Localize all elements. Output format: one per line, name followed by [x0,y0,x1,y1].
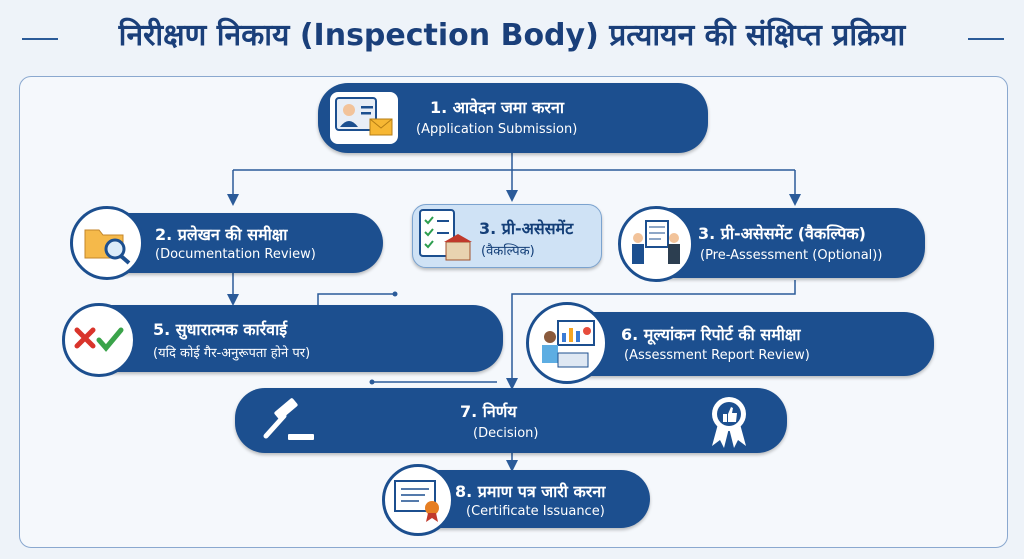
title-rule-left [22,38,58,40]
step-5-note: (यदि कोई गैर-अनुरूपता होने पर) [153,346,311,361]
step-1-hindi: 1. आवेदन जमा करना [430,98,564,117]
step-6-english: (Assessment Report Review) [624,348,810,363]
folder-magnifier-icon [70,206,144,280]
applicant-mail-icon [328,90,400,146]
step-3a-note: (वैकल्पिक) [481,244,535,259]
step-2-english: (Documentation Review) [155,247,316,262]
step-7-decision: 7. निर्णय (Decision) [235,388,787,453]
cross-check-icon [62,303,136,377]
step-2-hindi: 2. प्रलेखन की समीक्षा [155,225,288,244]
step-6-hindi: 6. मूल्यांकन रिपोर्ट की समीक्षा [621,325,801,344]
approval-badge-icon [704,394,754,450]
step-3a-hindi: 3. प्री-असेसमेंट [479,219,574,238]
step-8-english: (Certificate Issuance) [466,504,605,519]
step-7-english: (Decision) [473,426,539,441]
page-title: निरीक्षण निकाय (Inspection Body) प्रत्या… [118,18,906,53]
team-board-icon [618,206,694,282]
certificate-icon [382,464,454,536]
analyst-report-icon [526,302,608,384]
gavel-icon [258,396,318,446]
step-6-assessment-report-review: 6. मूल्यांकन रिपोर्ट की समीक्षा (Assessm… [548,312,934,376]
checklist-building-icon [416,206,474,264]
step-5-corrective-action: 5. सुधारात्मक कार्रवाई (यदि कोई गैर-अनुर… [78,305,503,372]
step-7-hindi: 7. निर्णय [460,402,517,421]
step-3b-english: (Pre-Assessment (Optional)) [700,248,883,263]
connector-s5-loop [317,293,395,308]
title-rule-right [968,38,1004,40]
step-5-hindi: 5. सुधारात्मक कार्रवाई [153,320,288,339]
connector-s3b-s6 [506,280,796,390]
step-8-hindi: 8. प्रमाण पत्र जारी करना [455,482,606,501]
step-3b-hindi: 3. प्री-असेसमेंट (वैकल्पिक) [698,224,866,243]
step-1-english: (Application Submission) [416,122,578,137]
